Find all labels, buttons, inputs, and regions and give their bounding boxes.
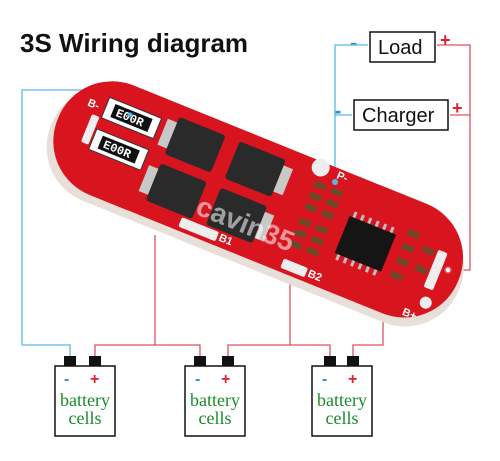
- shunt-resistor-2-body: [97, 135, 140, 164]
- mosfet-1: [165, 117, 225, 172]
- pad-label-b2: B2: [306, 268, 324, 284]
- cell-1-label-line2: cells: [69, 408, 102, 428]
- cell-3-label-line1: battery: [317, 390, 367, 410]
- b-plus-pad: [424, 250, 448, 290]
- cell-1-minus-sign: -: [64, 371, 69, 388]
- mosfet-2: [225, 142, 286, 197]
- pad-label-b1: B1: [217, 232, 235, 248]
- battery-cell-3: - + battery cells: [311, 356, 373, 437]
- b1-wire-to-cell1-plus: [94, 235, 156, 362]
- cell-1-plus-sign: +: [90, 371, 99, 388]
- b-minus-wire-end: [127, 112, 133, 118]
- cell-2-label-line1: battery: [190, 390, 240, 410]
- load-minus-wire: [334, 44, 368, 180]
- load-box: [369, 31, 436, 63]
- battery-cell-1: - + battery cells: [54, 356, 116, 437]
- pad-label-b-minus: B-: [86, 97, 102, 113]
- load-minus-sign: -: [350, 30, 357, 55]
- pad-label-b-plus: B+: [400, 306, 418, 323]
- mosfet-4: [206, 188, 267, 243]
- p-plus-pad: [419, 296, 432, 309]
- load-label: Load: [378, 37, 423, 59]
- solder-pads: [81, 114, 448, 309]
- mosfet-3: [146, 164, 207, 219]
- b-plus-wire: [352, 320, 384, 362]
- cell-2-neg-terminal: [194, 356, 206, 366]
- cell-1-label-line1: battery: [60, 390, 110, 410]
- b-minus-pad: [81, 114, 99, 145]
- cell-1-neg-terminal: [64, 356, 76, 366]
- cell-2-minus-sign: -: [195, 371, 200, 388]
- pad-label-p-minus: P-: [335, 170, 350, 185]
- charger-label: Charger: [362, 105, 435, 127]
- cell-2-body: [184, 365, 246, 437]
- cell-3-body: [311, 365, 373, 437]
- cell-3-pos-terminal: [347, 356, 359, 366]
- b1-pad: [178, 217, 219, 241]
- cell-2-label-line2: cells: [199, 408, 232, 428]
- smd-components: [289, 180, 435, 281]
- control-ic: [334, 215, 397, 272]
- charger-minus-sign: -: [334, 98, 341, 123]
- load-plus-sign: +: [440, 30, 451, 50]
- cell-3-neg-terminal: [324, 356, 336, 366]
- cell-3-minus-sign: -: [322, 371, 327, 388]
- b2-pad: [280, 258, 308, 277]
- ic-pins: [335, 211, 395, 276]
- p-minus-wire-end: [332, 179, 338, 185]
- shunt-resistor-1-body: [110, 104, 153, 133]
- pad-label-p-plus: P+: [420, 325, 437, 341]
- b1-wire-to-cell2-minus: [155, 344, 201, 362]
- cell-3-plus-sign: +: [348, 371, 357, 388]
- b2-wire-to-cell2-plus: [227, 275, 291, 362]
- p-plus-wire-end: [444, 266, 452, 274]
- charger-plus-sign: +: [452, 98, 463, 118]
- bms-board: E00R E00R B- B1 B: [46, 81, 464, 341]
- mosfet-tabs: [138, 118, 294, 242]
- cell-2-plus-sign: +: [221, 371, 230, 388]
- cell-3-label-line2: cells: [326, 408, 359, 428]
- p-minus-pad: [311, 158, 330, 177]
- battery-cell-2: - + battery cells: [184, 356, 246, 437]
- mosfet-group: [146, 117, 286, 243]
- charger-box: [353, 99, 449, 131]
- cell-1-body: [54, 365, 116, 437]
- cell-2-pos-terminal: [222, 356, 234, 366]
- diagram-title: 3S Wiring diagram: [20, 28, 248, 58]
- cell-1-pos-terminal: [89, 356, 101, 366]
